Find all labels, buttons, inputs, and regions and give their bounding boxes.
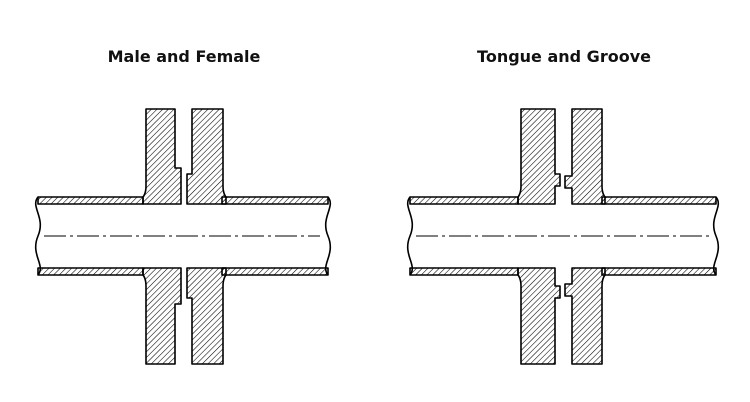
tongue-flange-upper xyxy=(564,108,606,205)
male-female-pipe-outlines xyxy=(34,196,332,276)
tg-left-pipe-bottom-wall xyxy=(409,267,519,276)
left-pipe-break-line xyxy=(34,196,42,276)
male-flange-upper xyxy=(142,108,182,205)
tongue-flange-lower xyxy=(564,267,606,365)
female-flange-upper xyxy=(186,108,227,205)
tongue-groove-title: Tongue and Groove xyxy=(477,47,651,66)
tg-left-pipe-top-wall xyxy=(409,196,519,205)
left-pipe-bottom-wall xyxy=(37,267,144,276)
tg-right-pipe-break-line xyxy=(712,196,720,276)
tg-right-pipe-top-wall xyxy=(601,196,717,205)
right-pipe-break-line xyxy=(324,196,332,276)
tg-right-pipe-bottom-wall xyxy=(601,267,717,276)
male-female-title: Male and Female xyxy=(107,47,261,66)
male-flange-lower xyxy=(142,267,182,365)
tg-left-pipe-break-line xyxy=(406,196,414,276)
female-flange-lower xyxy=(186,267,227,365)
left-pipe-top-wall xyxy=(37,196,144,205)
groove-flange-upper xyxy=(517,108,561,205)
tongue-groove-assembly xyxy=(409,108,717,365)
groove-flange-lower xyxy=(517,267,561,365)
male-female-assembly xyxy=(37,108,329,365)
tongue-groove-pipe-outlines xyxy=(406,196,720,276)
right-pipe-top-wall xyxy=(221,196,329,205)
right-pipe-bottom-wall xyxy=(221,267,329,276)
